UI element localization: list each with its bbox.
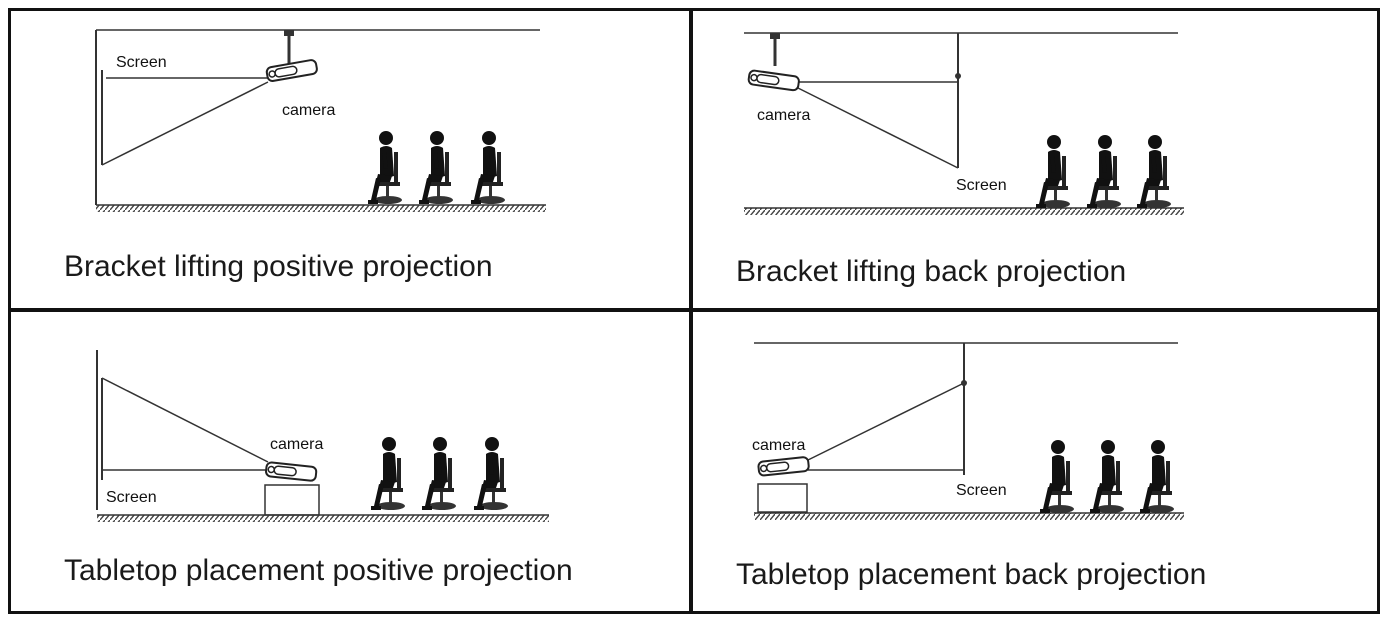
screen-label: Screen [956, 177, 1007, 194]
audience-person-icon [419, 131, 453, 204]
floor-hatch [744, 208, 1184, 215]
camera-label: camera [757, 107, 811, 124]
audience-person-icon [1140, 440, 1174, 513]
screen-label: Screen [116, 54, 167, 71]
panel-tabletop-positive: Screen camera Tabletop placement positiv… [0, 310, 690, 615]
table-box [264, 484, 320, 516]
diagram-tabletop-positive [96, 350, 549, 522]
projector-icon [757, 455, 811, 477]
audience-person-icon [1090, 440, 1124, 513]
audience-person-icon [1087, 135, 1121, 208]
camera-label: camera [752, 437, 806, 454]
panel-caption: Bracket lifting positive projection [64, 250, 493, 283]
floor-hatch [754, 513, 1184, 520]
audience-person-icon [474, 437, 508, 510]
projector-icon [747, 69, 801, 92]
beam-upper [101, 377, 269, 463]
diagram-bracket-positive [95, 29, 546, 212]
audience-person-icon [422, 437, 456, 510]
audience-person-icon [371, 437, 405, 510]
panel-caption: Bracket lifting back projection [736, 255, 1127, 288]
audience-person-icon [1040, 440, 1074, 513]
panel-bracket-positive: Screen camera Bracket lifting positive p… [0, 0, 690, 310]
audience-person-icon [1036, 135, 1070, 208]
beam-lower [797, 87, 959, 169]
panel-tabletop-back: Screen camera Tabletop placement back pr… [690, 310, 1380, 615]
horizontal-divider [8, 308, 1380, 312]
audience-person-icon [368, 131, 402, 204]
floor-hatch [97, 515, 549, 522]
panel-bracket-back: Screen camera Bracket lifting back proje… [690, 0, 1380, 310]
beam-lower [101, 81, 269, 166]
diagram-tabletop-back [754, 342, 1184, 520]
projector-icon [265, 58, 319, 83]
screen-label: Screen [106, 489, 157, 506]
table-box [757, 483, 808, 513]
diagram-bracket-back [744, 32, 1184, 215]
camera-label: camera [282, 102, 336, 119]
audience-person-icon [1137, 135, 1171, 208]
panel-caption: Tabletop placement back projection [736, 558, 1207, 591]
screen-label: Screen [956, 482, 1007, 499]
camera-label: camera [270, 436, 324, 453]
audience-person-icon [471, 131, 505, 204]
projector-icon [264, 461, 318, 483]
beam-upper [807, 382, 965, 461]
panel-caption: Tabletop placement positive projection [64, 554, 573, 587]
floor-hatch [96, 205, 546, 212]
